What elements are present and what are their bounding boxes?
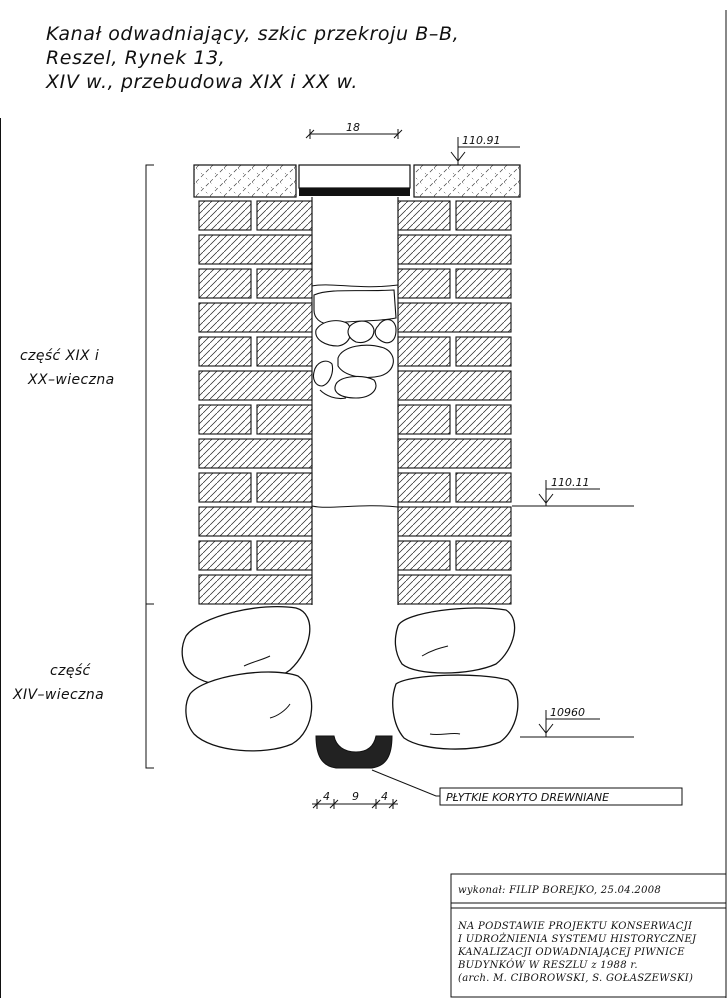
level-top-label: 110.91 (462, 134, 501, 147)
wooden-trough (315, 735, 393, 769)
level-bottom-label: 10960 (550, 706, 585, 719)
period-brackets (145, 164, 154, 769)
title-line-1: Kanał odwadniający, szkic przekroju B–B, (46, 23, 459, 45)
trough-callout: PŁYTKIE KORYTO DREWNIANE (371, 769, 683, 806)
bottom-width-dimensions: 4 9 4 (312, 790, 398, 809)
dim-right-label: 4 (381, 790, 388, 803)
top-width-label: 18 (346, 121, 360, 134)
title-block-author: wykonał: FILIP BOREJKO, 25.04.2008 (458, 885, 661, 896)
brick-wall-right (397, 200, 512, 605)
level-marker-top: 110.91 (450, 134, 520, 165)
lower-part-label-1: część (50, 663, 92, 679)
title-block-source-3: KANALIZACJI ODWADNIAJĄCEJ PIWNICE (457, 947, 685, 958)
lower-part-label-2: XIV–wieczna (12, 687, 104, 703)
dim-left-label: 4 (323, 790, 330, 803)
title-block-source-2: I UDROŻNIENIA SYSTEMU HISTORYCZNEJ (457, 933, 697, 945)
channel-cover (298, 164, 411, 189)
title-block-source-1: NA PODSTAWIE PROJEKTU KONSERWACJI (457, 921, 693, 932)
title-block: wykonał: FILIP BOREJKO, 25.04.2008 NA PO… (450, 873, 727, 998)
level-marker-bottom: 10960 (520, 706, 634, 738)
top-width-dimension: 18 (305, 121, 403, 139)
drawing-title: Kanał odwadniający, szkic przekroju B–B,… (45, 23, 459, 93)
brick-wall-left (198, 200, 313, 605)
title-block-source-4: BUDYNKÓW W RESZLU z 1988 r. (457, 959, 638, 971)
cover-slabs (193, 164, 521, 198)
level-middle-label: 110.11 (551, 476, 590, 489)
upper-part-label-1: część XIX i (20, 348, 99, 364)
trough-callout-label: PŁYTKIE KORYTO DREWNIANE (446, 791, 609, 804)
rubble-fill (312, 289, 397, 400)
stone-foundation (181, 605, 519, 752)
level-marker-middle: 110.11 (512, 476, 634, 507)
channel-shaft (311, 197, 399, 605)
upper-part-label-2: XX–wieczna (27, 372, 115, 388)
title-line-2: Reszel, Rynek 13, (46, 47, 225, 69)
title-line-3: XIV w., przebudowa XIX i XX w. (45, 71, 358, 93)
title-block-source-5: (arch. M. CIBOROWSKI, S. GOŁASZEWSKI) (458, 973, 693, 984)
dim-mid-label: 9 (352, 790, 359, 803)
